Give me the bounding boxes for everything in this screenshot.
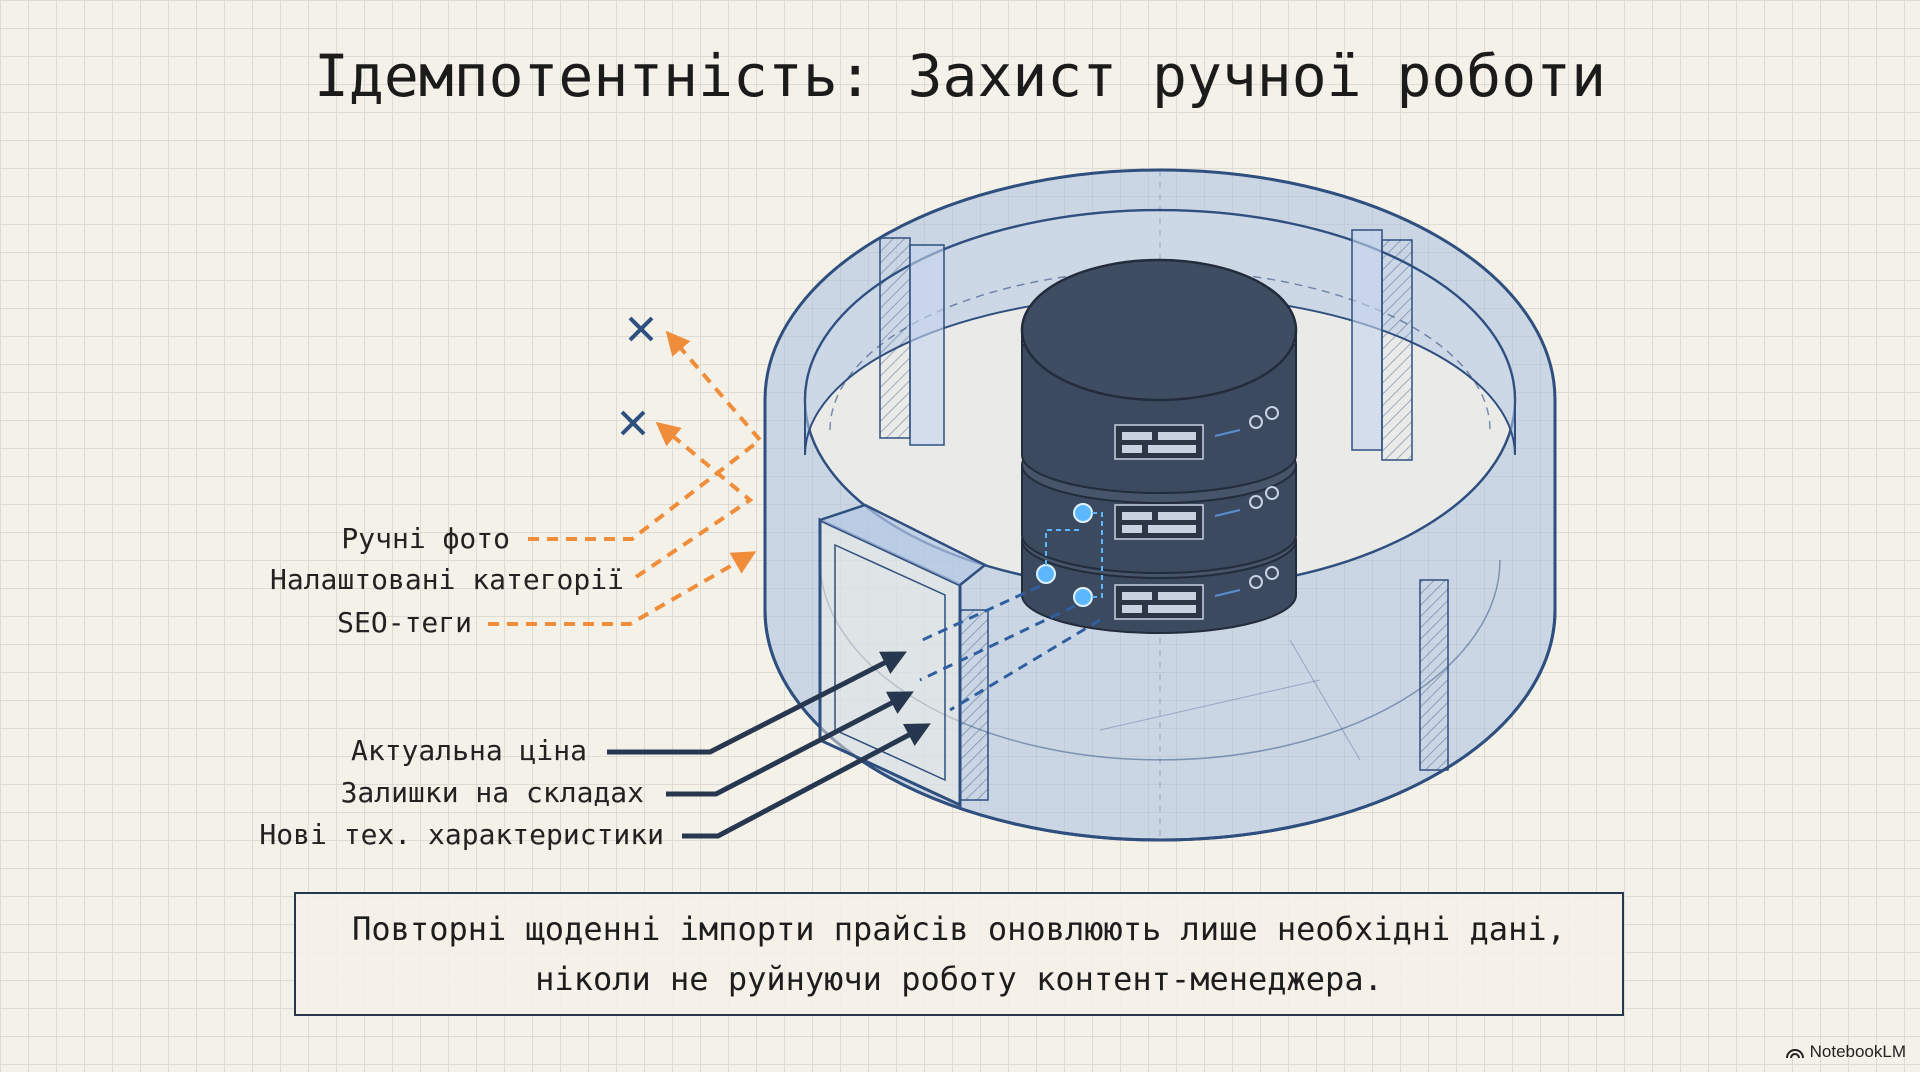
label-warehouse-stock: Залишки на складах [340, 776, 644, 809]
brand-name: NotebookLM [1809, 1042, 1906, 1061]
summary-caption: Повторні щоденні імпорти прайсів оновлюю… [294, 892, 1624, 1016]
label-current-price: Актуальна ціна [350, 734, 587, 767]
rejected-flow-categories [634, 421, 754, 579]
brand-watermark: NotebookLM [1785, 1042, 1906, 1062]
notebooklm-logo-icon [1785, 1049, 1804, 1059]
label-manual-photos: Ручні фото [341, 522, 510, 555]
rejected-updates [488, 330, 763, 626]
label-seo-tags: SEO-теги [337, 606, 472, 639]
data-flow-lines [917, 584, 1101, 712]
server-top-cap [1020, 258, 1298, 402]
ring-inner-back-wall [804, 209, 1516, 456]
database-server-stack [1020, 258, 1298, 634]
server-panel-3 [1114, 566, 1279, 620]
caption-text: Повторні щоденні імпорти прайсів оновлюю… [352, 910, 1566, 998]
accepted-flow-price [607, 651, 907, 755]
x-mark-icon [620, 410, 646, 436]
rejected-flow-seo [488, 551, 757, 626]
accepted-updates [607, 651, 931, 839]
page-title: Ідемпотентність: Захист ручної роботи [313, 42, 1606, 110]
accepted-flow-specs [682, 723, 931, 839]
server-panel-1 [1114, 406, 1279, 460]
label-custom-categories: Налаштовані категорії [269, 563, 624, 596]
accepted-flow-stock [666, 691, 914, 797]
label-new-specs: Нові тех. характеристики [259, 818, 664, 851]
server-panel-2 [1114, 486, 1279, 540]
x-mark-icon [628, 316, 654, 342]
rejected-flow-photos [528, 330, 763, 541]
